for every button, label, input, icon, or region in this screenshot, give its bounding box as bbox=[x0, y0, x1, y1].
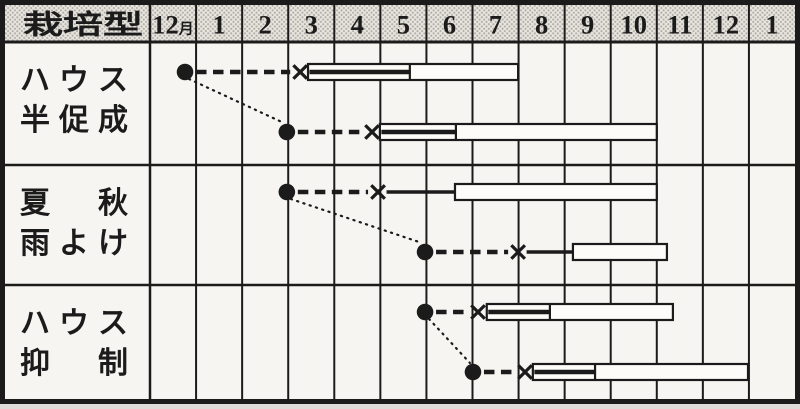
row-label-char: 抑 bbox=[20, 347, 50, 380]
row-label-char: ウ bbox=[59, 64, 89, 97]
cross-marker bbox=[292, 64, 309, 80]
period-bar bbox=[531, 362, 750, 382]
row-label-char: ハ bbox=[20, 64, 50, 97]
row-label-char: 夏 bbox=[20, 187, 51, 220]
dot-marker bbox=[278, 183, 296, 201]
period-bar bbox=[453, 182, 658, 202]
month-header-label: 9 bbox=[581, 10, 594, 40]
month-header-label: 5 bbox=[397, 10, 410, 40]
month-header-label: 6 bbox=[443, 10, 456, 40]
diagonal-dotted-connector bbox=[187, 77, 285, 125]
row-label-char: 促 bbox=[58, 104, 89, 137]
dot-marker bbox=[278, 123, 296, 141]
cross-marker bbox=[364, 124, 380, 140]
month-header-label: 8 bbox=[535, 10, 548, 40]
month-header-label: 3 bbox=[305, 10, 318, 40]
row-label-char: ス bbox=[98, 64, 128, 97]
row-label-char: 秋 bbox=[98, 187, 128, 220]
cross-marker bbox=[517, 364, 533, 380]
month-header-label: 11 bbox=[667, 10, 692, 40]
row-label-char: 雨 bbox=[20, 227, 50, 260]
cross-marker bbox=[510, 244, 527, 260]
row-label-char: ス bbox=[98, 307, 128, 340]
dot-marker bbox=[176, 63, 194, 81]
row-label-char: よ bbox=[59, 227, 89, 260]
corner-label: 栽培型 bbox=[23, 10, 143, 40]
month-header-label: 12月 bbox=[152, 10, 194, 40]
month-header-label: 2 bbox=[259, 10, 272, 40]
cross-marker bbox=[470, 304, 486, 320]
period-bar bbox=[378, 122, 658, 142]
month-header-label: 1 bbox=[765, 10, 778, 40]
row-label-char: 半 bbox=[20, 104, 50, 137]
month-header-label: 4 bbox=[351, 10, 364, 40]
row-label-char: ウ bbox=[59, 307, 89, 340]
row-label-char: ハ bbox=[20, 307, 50, 340]
month-header-label: 12 bbox=[713, 10, 740, 40]
month-header-label: 1 bbox=[212, 10, 225, 40]
header-band bbox=[5, 5, 795, 42]
period-bar bbox=[485, 302, 675, 322]
period-bar bbox=[571, 242, 669, 262]
dot-marker bbox=[416, 243, 434, 261]
dot-marker bbox=[416, 303, 434, 321]
row-label-char: 制 bbox=[98, 347, 128, 380]
row-label-char: 成 bbox=[98, 104, 128, 137]
month-header-label: 10 bbox=[621, 10, 648, 40]
cross-marker bbox=[370, 184, 386, 200]
month-header-label: 7 bbox=[489, 10, 502, 40]
row-label-char: け bbox=[98, 227, 128, 260]
period-bar bbox=[306, 62, 520, 82]
dot-marker bbox=[464, 363, 482, 381]
